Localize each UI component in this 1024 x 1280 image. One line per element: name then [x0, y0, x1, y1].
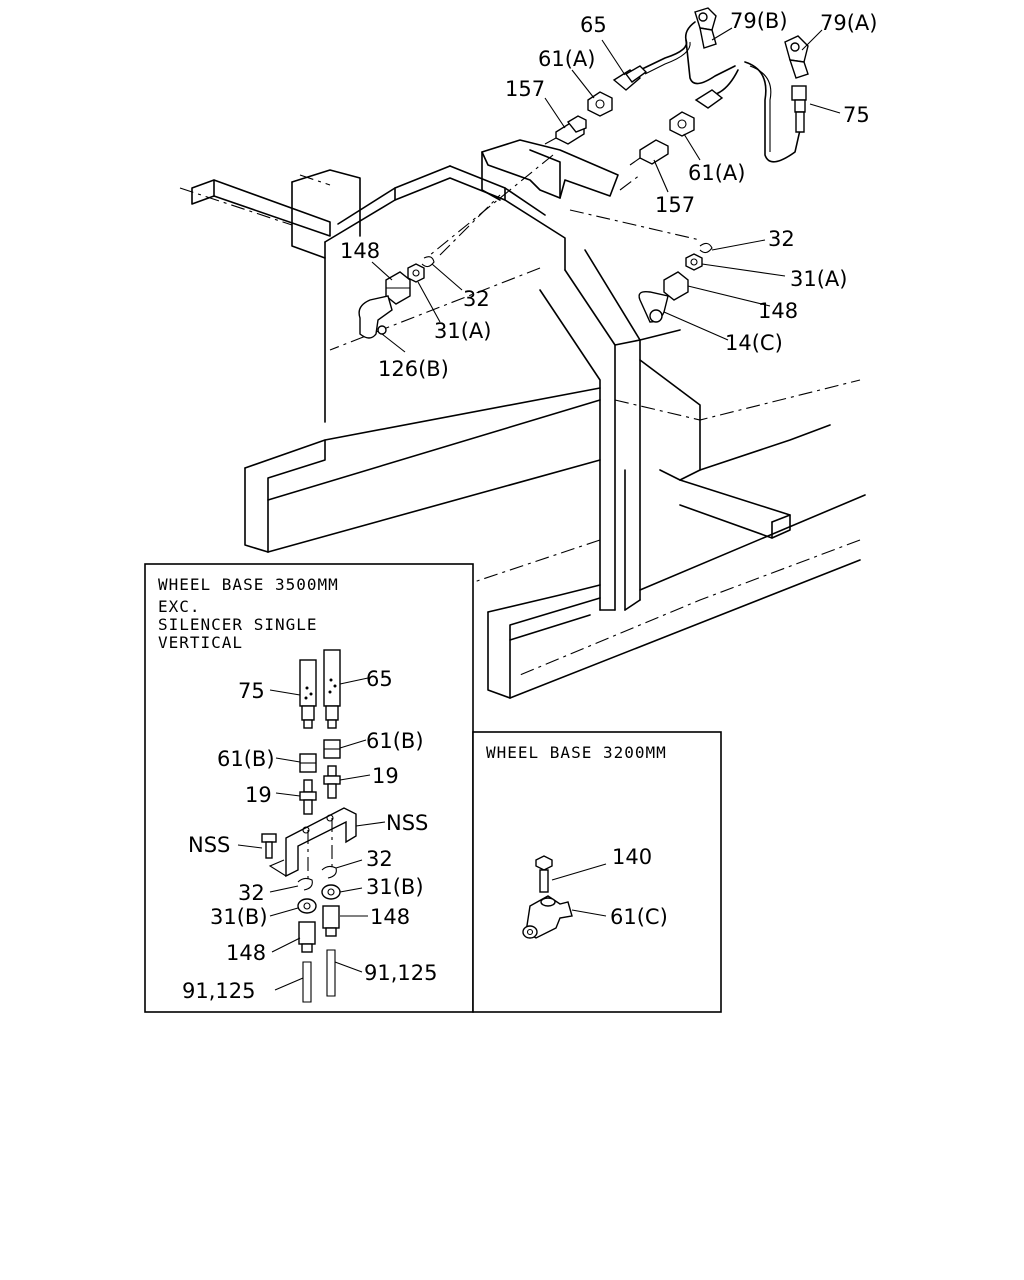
label-inset-31b-right: 31(B) [366, 875, 424, 899]
bolt-nss [261, 833, 277, 859]
label-inset-61b-right: 61(B) [366, 729, 424, 753]
label-31a-right: 31(A) [790, 267, 847, 291]
fitting-148-inset-right [322, 905, 340, 937]
fitting-148-right [663, 271, 689, 301]
label-75-top: 75 [843, 103, 870, 127]
inset-3500-title-line3: SILENCER SINGLE [158, 615, 318, 634]
frame-drawing [179, 139, 866, 699]
inset-3500-title-line2: EXC. [158, 597, 201, 616]
leader-lines [371, 27, 841, 353]
label-157-mid: 157 [655, 193, 695, 217]
label-157-top: 157 [505, 77, 545, 101]
elbow-14c [638, 290, 669, 323]
label-61a-top: 61(A) [538, 47, 595, 71]
label-61c: 61(C) [610, 905, 668, 929]
washer-32-inset-left [297, 877, 313, 891]
label-148-left: 148 [340, 239, 380, 263]
nut-31a-right [685, 253, 703, 271]
label-inset-32-right: 32 [366, 847, 393, 871]
nut-31a-left [407, 263, 425, 283]
inset-3500-title-line1: WHEEL BASE 3500MM [158, 575, 339, 594]
fitting-79a [784, 35, 809, 79]
label-inset-91-left: 91,125 [182, 979, 255, 1003]
label-61a-mid: 61(A) [688, 161, 745, 185]
washer-32-right [699, 242, 713, 254]
inset-3200-title: WHEEL BASE 3200MM [486, 743, 667, 762]
union-157-top [544, 115, 587, 145]
label-31a-left: 31(A) [434, 319, 491, 343]
label-140: 140 [612, 845, 652, 869]
pipe-65-inset [323, 649, 341, 729]
label-inset-75: 75 [238, 679, 265, 703]
label-inset-61b-left: 61(B) [217, 747, 275, 771]
pipe-91-right [326, 949, 336, 997]
label-14c: 14(C) [725, 331, 783, 355]
fitting-148-inset-left [298, 921, 316, 953]
inset-3500-title-line4: VERTICAL [158, 633, 243, 652]
label-inset-31b-left: 31(B) [210, 905, 268, 929]
label-32-left: 32 [463, 287, 490, 311]
label-126b: 126(B) [378, 357, 449, 381]
union-157-mid [629, 139, 669, 166]
fitting-79b [694, 7, 717, 49]
pipe-assembly-top [358, 7, 809, 339]
washer-32-left [421, 256, 435, 268]
label-inset-nss-right: NSS [386, 811, 428, 835]
label-inset-19-right: 19 [372, 764, 399, 788]
nut-31b-right [321, 884, 341, 900]
label-inset-nss-left: NSS [188, 833, 230, 857]
pipe-91-left [302, 961, 312, 1003]
bolt-140 [535, 855, 553, 893]
label-32-right: 32 [768, 227, 795, 251]
label-inset-19-left: 19 [245, 783, 272, 807]
fitting-75-pipe [694, 89, 724, 109]
plug-75 [791, 85, 807, 133]
tee-61c [522, 895, 573, 939]
label-79a: 79(A) [820, 11, 877, 35]
label-79b: 79(B) [730, 9, 788, 33]
label-65-top: 65 [580, 13, 607, 37]
nut-61a-mid [669, 111, 695, 137]
main-labels: 65 79(B) 79(A) 61(A) 157 75 61(A) 157 32… [340, 9, 877, 381]
label-inset-148-left: 148 [226, 941, 266, 965]
inset-wheelbase-3200: WHEEL BASE 3200MM 140 61(C) [472, 731, 722, 1013]
union-19-right [323, 765, 341, 799]
label-inset-148-right: 148 [370, 905, 410, 929]
pipe-75-inset [299, 659, 317, 729]
label-148-right: 148 [758, 299, 798, 323]
union-19-left [299, 779, 317, 815]
inset-wheelbase-3500: WHEEL BASE 3500MM EXC. SILENCER SINGLE V… [144, 563, 474, 1013]
elbow-126b [358, 295, 393, 339]
label-inset-32-left: 32 [238, 881, 265, 905]
bracket-nss [268, 807, 357, 878]
nut-31b-left [297, 898, 317, 914]
label-inset-65: 65 [366, 667, 393, 691]
label-inset-91-right: 91,125 [364, 961, 437, 985]
fitting-65 [612, 65, 648, 91]
